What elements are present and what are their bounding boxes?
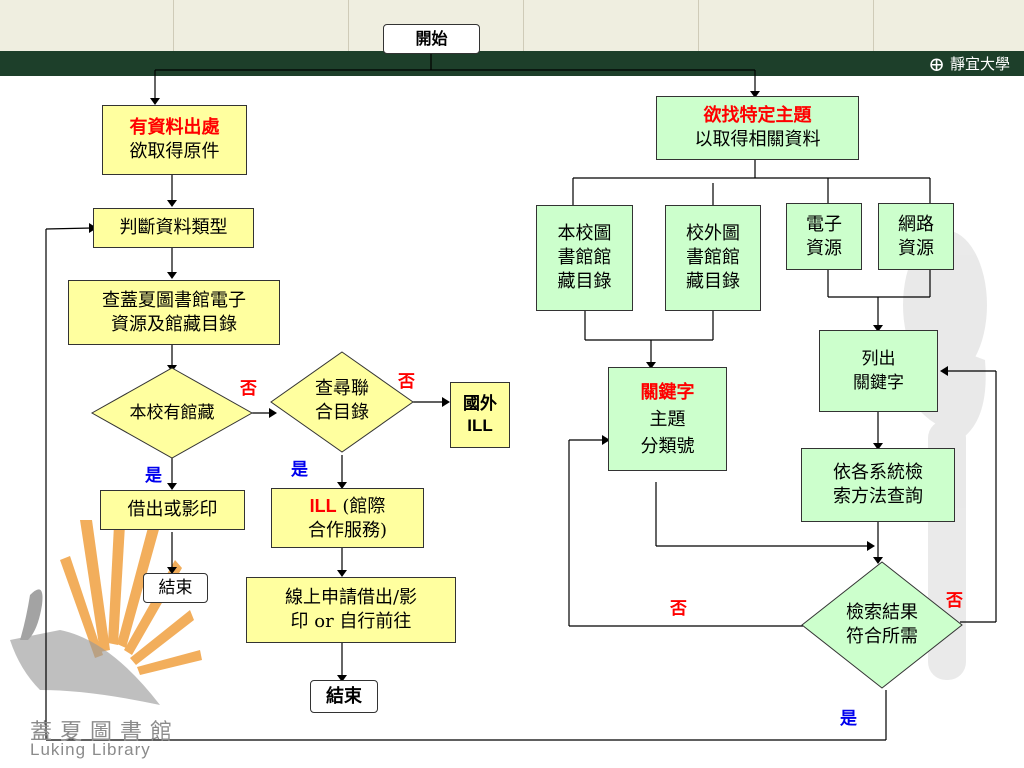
label-no-holding: 否 bbox=[240, 379, 257, 399]
label-yes-result: 是 bbox=[840, 709, 857, 729]
foreign-ill-node: 國外 ILL bbox=[450, 382, 510, 448]
judge-type-node: 判斷資料類型 bbox=[93, 208, 254, 248]
diamond-union bbox=[270, 351, 414, 453]
diamond-holding bbox=[90, 367, 254, 459]
library-name-en: Luking Library bbox=[30, 740, 151, 759]
have-holding-decision: 本校有館藏 bbox=[129, 403, 215, 423]
label-no-union: 否 bbox=[398, 372, 415, 392]
external-catalog-node: 校外圖 書館館 藏目錄 bbox=[665, 205, 761, 311]
query-node: 依各系統檢 索方法查詢 bbox=[801, 448, 955, 522]
ill-prefix: ILL bbox=[309, 495, 337, 516]
union-catalog-decision: 查尋聯 合目錄 bbox=[315, 378, 369, 423]
library-logo-rays-icon bbox=[60, 505, 202, 675]
have-source-node: 有資料出處 欲取得原件 bbox=[102, 105, 247, 175]
diamond-result bbox=[801, 561, 963, 689]
library-name-zh: 蓋夏圖書館 bbox=[30, 720, 181, 745]
header-divider bbox=[698, 0, 699, 51]
web-resources-node: 網路 資源 bbox=[878, 203, 954, 270]
local-catalog-node: 本校圖 書館館 藏目錄 bbox=[536, 205, 633, 311]
search-catalog-node: 查蓋夏圖書館電子 資源及館藏目錄 bbox=[68, 280, 280, 345]
header-divider bbox=[873, 0, 874, 51]
borrow-copy-node: 借出或影印 bbox=[100, 490, 245, 530]
e-resources-node: 電子 資源 bbox=[786, 203, 862, 270]
header-dark-band bbox=[0, 51, 1024, 76]
label-no-result-left: 否 bbox=[670, 599, 687, 619]
end-mid-node: 結束 bbox=[310, 680, 378, 713]
topic-node: 欲找特定主題 以取得相關資料 bbox=[656, 96, 859, 160]
have-source-title: 有資料出處 bbox=[129, 117, 220, 138]
university-logo: ⊕ 靜宜大學 bbox=[928, 53, 1010, 74]
label-yes-holding: 是 bbox=[145, 466, 162, 486]
result-decision: 檢索結果 符合所需 bbox=[846, 602, 918, 647]
online-apply-node: 線上申請借出/影 印 or 自行前往 bbox=[246, 577, 456, 643]
end-left-node: 結束 bbox=[143, 573, 208, 603]
header-divider bbox=[348, 0, 349, 51]
university-name: 靜宜大學 bbox=[949, 55, 1010, 73]
start-node: 開始 bbox=[383, 24, 480, 54]
have-source-sub: 欲取得原件 bbox=[129, 141, 220, 162]
list-keyword-node: 列出 關鍵字 bbox=[819, 330, 938, 412]
keyword-node: 關鍵字 主題 分類號 bbox=[608, 367, 727, 471]
header-top-band bbox=[0, 0, 1024, 51]
label-no-result-right: 否 bbox=[946, 591, 963, 611]
library-logo-figure-icon bbox=[10, 589, 160, 705]
label-yes-union: 是 bbox=[291, 460, 308, 480]
university-emblem-icon: ⊕ bbox=[928, 51, 945, 76]
ill-service-node: ILL (館際 合作服務) bbox=[271, 488, 424, 548]
header-divider bbox=[523, 0, 524, 51]
header-divider bbox=[173, 0, 174, 51]
